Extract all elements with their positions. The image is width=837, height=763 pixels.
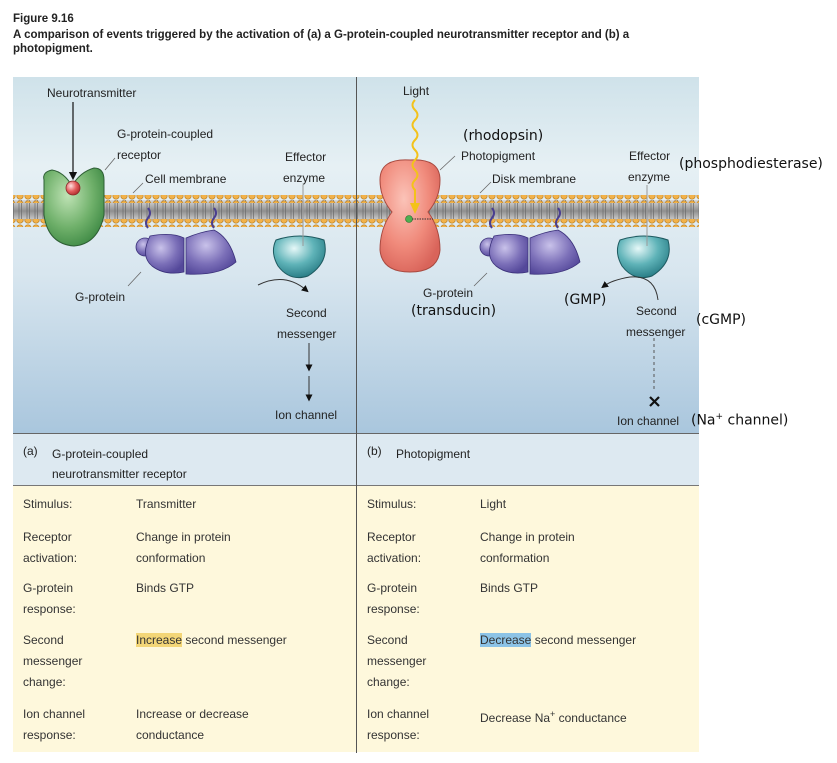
neurotransmitter-label: Neurotransmitter: [47, 86, 137, 100]
row-val-stimulus: Transmitter: [136, 497, 197, 511]
effector-label-b-line1: Effector: [629, 149, 671, 163]
second-messenger-b-line1: Second: [636, 304, 677, 318]
header-b-title: Photopigment: [396, 447, 471, 461]
header-b: (b) Photopigment: [357, 434, 699, 485]
increase-highlight: Increase: [136, 633, 183, 647]
header-a-title: G-protein-coupled neurotransmitter recep…: [52, 447, 187, 481]
row-key-stimulus: Stimulus:: [23, 497, 73, 511]
phosphodiesterase-annotation: (phosphodiesterase): [679, 156, 823, 172]
second-messenger-a-line2: messenger: [277, 327, 337, 341]
row-val-stimulus: Light: [480, 497, 507, 511]
photopigment-label: Photopigment: [461, 149, 536, 163]
g-protein-b: [479, 207, 581, 275]
gpcr-label-line1: G-protein-coupled: [117, 127, 214, 141]
gpcr-label-line2: receptor: [117, 148, 162, 162]
g-protein-label-b: G-protein: [423, 286, 474, 300]
gmp-arrow: [601, 276, 659, 301]
retinal-chromophore: [405, 215, 413, 223]
second-messenger-arrow-a: [257, 279, 309, 293]
effector-label-a-line2: enzyme: [283, 171, 326, 185]
gmp-annotation: (GMP): [564, 292, 607, 308]
second-messenger-a-line1: Second: [286, 306, 327, 320]
light-label: Light: [403, 84, 430, 98]
gpcr-receptor-shape: [43, 167, 105, 247]
cgmp-annotation: (cGMP): [696, 312, 746, 328]
figure-caption: A comparison of events triggered by the …: [13, 29, 630, 55]
effector-enzyme-b: [616, 235, 670, 279]
g-protein-label-a: G-protein: [75, 290, 126, 304]
disk-membrane-b: [357, 195, 699, 227]
row-key-stimulus: Stimulus:: [367, 497, 417, 511]
second-messenger-b-line2: messenger: [626, 325, 686, 339]
figure-number: Figure 9.16: [13, 13, 74, 25]
disk-membrane-label: Disk membrane: [492, 172, 577, 186]
rhodopsin-annotation: (rhodopsin): [463, 128, 544, 144]
neurotransmitter-molecule: [65, 180, 81, 196]
effector-label-b-line2: enzyme: [628, 170, 671, 184]
blocked-x-icon: [649, 396, 660, 407]
header-a-tag: (a): [23, 444, 38, 458]
diagram-graphics: [13, 99, 699, 407]
effector-label-a-line1: Effector: [285, 150, 327, 164]
panel-divider: [356, 77, 357, 753]
row-val-gprotein: Binds GTP: [480, 581, 539, 595]
header-b-tag: (b): [367, 444, 382, 458]
g-protein-a: [135, 207, 237, 275]
light-wave: [411, 99, 419, 208]
effector-enzyme-a: [272, 235, 326, 279]
na-channel-annotation: (Na+ channel): [691, 412, 789, 429]
ion-channel-label-b: Ion channel: [617, 414, 680, 428]
cell-membrane-label: Cell membrane: [145, 172, 227, 186]
row-val-second-messenger: Increase second messenger: [136, 633, 287, 647]
row-val-ion-channel: Decrease Na+ conductance: [480, 709, 627, 725]
ion-channel-label-a: Ion channel: [275, 408, 338, 422]
decrease-highlight: Decrease: [480, 633, 532, 647]
header-a: (a) G-protein-coupled neurotransmitter r…: [13, 434, 356, 485]
row-val-gprotein: Binds GTP: [136, 581, 195, 595]
transducin-annotation: (transducin): [411, 303, 497, 319]
row-val-second-messenger: Decrease second messenger: [480, 633, 637, 647]
